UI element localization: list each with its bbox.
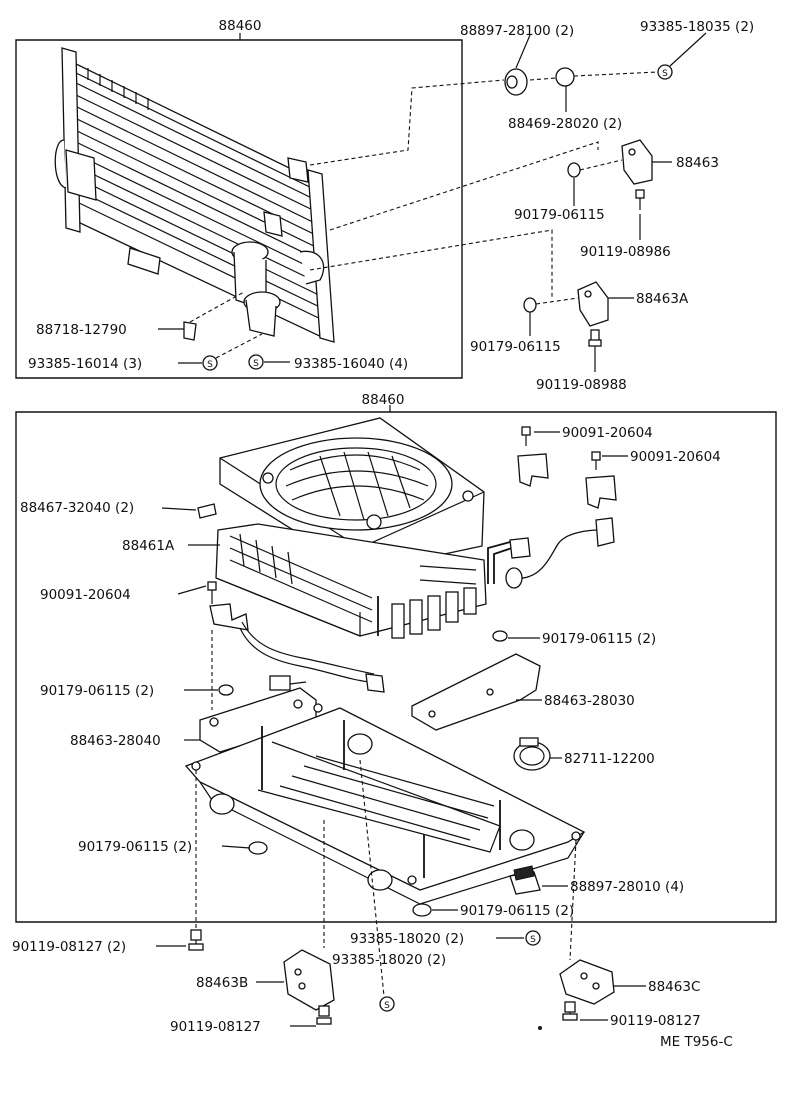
upper-leaders (158, 32, 707, 372)
outside-parts: S S (188, 929, 615, 1030)
label-88463-28040: 88463-28040 (70, 733, 161, 749)
label-88897-28100: 88897-28100 (2) (460, 23, 574, 39)
label-93385-18020-b: 93385-18020 (2) (332, 952, 446, 968)
lower-labels: 88460 90091-20604 90091-20604 88467-3204… (20, 392, 721, 919)
label-82711-12200: 82711-12200 (564, 751, 655, 767)
fan-condenser-drawing (209, 417, 615, 693)
label-88718-12790: 88718-12790 (36, 322, 127, 338)
label-93385-16040: 93385-16040 (4) (294, 356, 408, 372)
lower-group-title: 88460 (362, 392, 405, 408)
label-88463a: 88463A (636, 291, 689, 307)
label-90179-06115-a: 90179-06115 (514, 207, 605, 223)
label-90119-08127-a: 90119-08127 (2) (12, 939, 126, 955)
svg-text:S: S (384, 1001, 390, 1011)
label-88469-28020: 88469-28020 (2) (508, 116, 622, 132)
label-90179-06115-b: 90179-06115 (470, 339, 561, 355)
upper-group-frame (15, 39, 463, 379)
label-90119-08988: 90119-08988 (536, 377, 627, 393)
label-90179-06115-d: 90179-06115 (2) (40, 683, 154, 699)
svg-text:S: S (207, 360, 213, 370)
label-90179-06115-f: 90179-06115 (2) (460, 903, 574, 919)
svg-text:S: S (530, 935, 536, 945)
label-90179-06115-c: 90179-06115 (2) (542, 631, 656, 647)
label-90091-20604-a: 90091-20604 (562, 425, 653, 441)
label-90119-08986: 90119-08986 (580, 244, 671, 260)
label-90119-08127-b: 90119-08127 (170, 1019, 261, 1035)
lower-group-frame (15, 411, 777, 923)
label-90091-20604-c: 90091-20604 (40, 587, 131, 603)
label-93385-16014: 93385-16014 (3) (28, 356, 142, 372)
label-93385-18035: 93385-18035 (2) (640, 19, 754, 35)
label-88463-28030: 88463-28030 (544, 693, 635, 709)
label-88463c: 88463C (648, 979, 700, 995)
upper-group-title: 88460 (219, 18, 262, 34)
label-88897-28010: 88897-28010 (4) (570, 879, 684, 895)
label-88467-32040: 88467-32040 (2) (20, 500, 134, 516)
outside-leaders (156, 937, 646, 1027)
outside-labels: 90119-08127 (2) 93385-18020 (2) 93385-18… (12, 931, 733, 1050)
label-90119-08127-c: 90119-08127 (610, 1013, 701, 1029)
label-93385-18020-a: 93385-18020 (2) (350, 931, 464, 947)
figure-code: ME T956-C (660, 1034, 733, 1050)
symbol-s: S (662, 69, 668, 79)
label-90179-06115-e: 90179-06115 (2) (78, 839, 192, 855)
upper-labels: 88460 88897-28100 (2) 93385-18035 (2) 88… (28, 18, 754, 393)
condenser-drawing (54, 47, 335, 343)
label-88461a: 88461A (122, 538, 175, 554)
lower-leaders (161, 431, 628, 997)
label-88463b: 88463B (196, 975, 248, 991)
label-88463: 88463 (676, 155, 719, 171)
lower-small-parts (184, 426, 617, 917)
label-90091-20604-b: 90091-20604 (630, 449, 721, 465)
svg-text:S: S (253, 359, 259, 369)
